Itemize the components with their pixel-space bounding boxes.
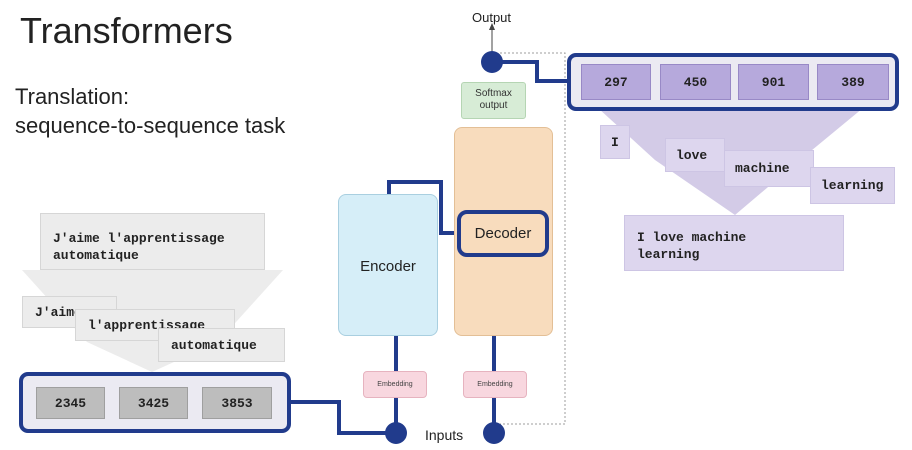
target-token-ids: 297 450 901 389 (567, 53, 899, 111)
target-token-3: machine (724, 150, 814, 187)
softmax-output-block: Softmax output (461, 82, 526, 119)
encoder-label: Encoder (360, 258, 416, 275)
target-token-id-1: 297 (581, 64, 651, 100)
subtitle-line-2: sequence-to-sequence task (15, 113, 286, 138)
target-sentence-line-1: I love machine (637, 230, 747, 245)
decoder-embedding-block: Embedding (463, 371, 527, 398)
output-arrow-head (489, 23, 495, 30)
source-token-3: automatique (158, 328, 285, 362)
target-token-id-2: 450 (660, 64, 731, 100)
slide-title: Transformers (20, 10, 233, 51)
target-token-1: I (600, 125, 630, 159)
source-token-ids: 2345 3425 3853 (19, 372, 291, 433)
decoder-to-output-path (492, 60, 567, 83)
output-node (481, 51, 503, 73)
inputs-node-decoder (483, 422, 505, 444)
softmax-label-line-1: Softmax (475, 88, 512, 99)
inputs-label: Inputs (425, 427, 464, 443)
source-sentence-box: J'aime l'apprentissage automatique (40, 213, 265, 270)
encoder-embedding-block: Embedding (363, 371, 427, 398)
target-sentence-box: I love machine learning (624, 215, 844, 271)
dotted-frame (500, 52, 566, 425)
decoder-label-box: Decoder (457, 210, 549, 257)
source-sentence-line-1: J'aime l'apprentissage (53, 231, 225, 246)
softmax-label-line-2: output (479, 100, 508, 111)
source-token-id-2: 3425 (119, 387, 188, 419)
slide-subtitle: Translation: sequence-to-sequence task (15, 82, 285, 140)
target-token-2: love (665, 138, 725, 172)
source-token-id-3: 3853 (202, 387, 272, 419)
target-sentence-line-2: learning (637, 247, 700, 262)
inputs-node-encoder (385, 422, 407, 444)
source-sentence-line-2: automatique (53, 248, 139, 263)
encoder-block (338, 194, 438, 336)
target-token-id-4: 389 (817, 64, 889, 100)
source-token-id-1: 2345 (36, 387, 105, 419)
output-label: Output (472, 10, 512, 25)
decoder-label: Decoder (474, 225, 532, 242)
target-token-4: learning (810, 167, 895, 204)
target-token-id-3: 901 (738, 64, 809, 100)
subtitle-line-1: Translation: (15, 84, 130, 109)
